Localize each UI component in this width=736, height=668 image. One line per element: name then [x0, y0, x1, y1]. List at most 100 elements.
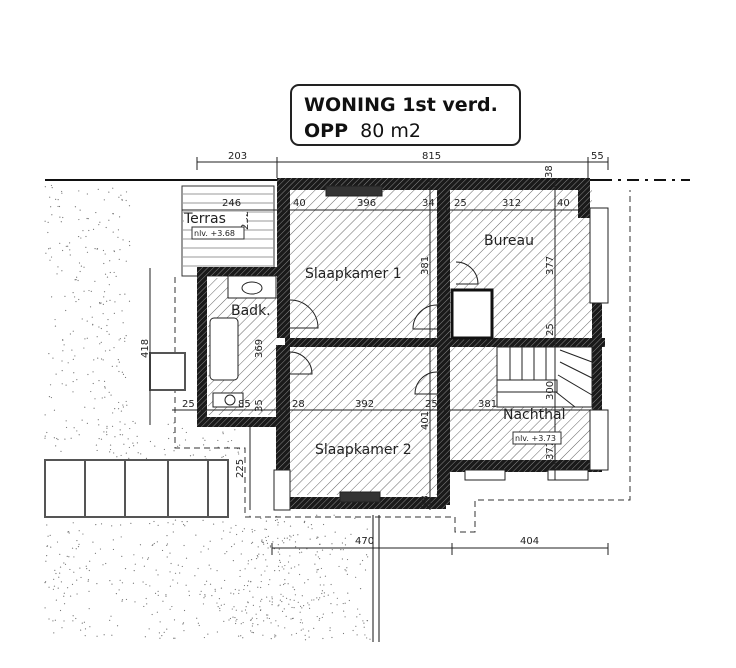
gravel-dot [268, 583, 270, 586]
gravel-dot [119, 421, 121, 423]
dim-label: 377 [545, 441, 556, 460]
gravel-dot [83, 290, 85, 292]
gravel-dot [216, 631, 218, 633]
gravel-dot [166, 556, 168, 558]
gravel-dot [159, 637, 161, 639]
gravel-dot [95, 444, 98, 446]
gravel-dot [251, 541, 254, 543]
gravel-dot [284, 579, 286, 581]
gravel-dot [314, 563, 316, 565]
gravel-dot [94, 398, 96, 400]
gravel-dot [342, 632, 345, 635]
gravel-dot [114, 301, 116, 303]
gravel-dot [290, 618, 292, 620]
gravel-dot [242, 621, 244, 624]
gravel-dot [98, 224, 100, 226]
gravel-dot [241, 540, 243, 542]
gravel-dot [124, 337, 126, 339]
gravel-dot [136, 435, 138, 437]
gravel-dot [322, 523, 325, 526]
gravel-dot [291, 617, 294, 620]
gravel-dot [289, 539, 291, 541]
title-box: WONING 1st verd. OPP 80 m2 [290, 84, 521, 146]
gravel-dot [67, 362, 69, 364]
gravel-dot [47, 535, 49, 537]
gravel-dot [183, 609, 186, 612]
gravel-dot [143, 605, 145, 608]
gravel-dot [61, 370, 63, 372]
gravel-dot [68, 532, 70, 534]
windows [273, 185, 609, 511]
gravel-dot [52, 357, 54, 359]
gravel-dot [254, 567, 256, 569]
gravel-dot [295, 632, 297, 635]
gravel-dot [119, 338, 121, 340]
gravel-dot [230, 527, 232, 529]
gravel-dot [278, 570, 280, 572]
gravel-dot [217, 439, 219, 442]
gravel-dot [294, 594, 297, 596]
gravel-dot [132, 442, 134, 444]
gravel-dot [125, 400, 127, 403]
gravel-dot [182, 622, 185, 624]
gravel-dot [100, 523, 103, 525]
gravel-dot [329, 627, 331, 629]
gravel-dot [90, 390, 92, 393]
gravel-dot [44, 220, 46, 222]
gravel-dot [118, 216, 121, 218]
gravel-dot [355, 576, 357, 578]
level-label-nachthal: nlv. +3.73 [515, 434, 556, 443]
room-label-nachthal: Nachthal [503, 407, 565, 423]
gravel-dot [125, 199, 127, 202]
dim-label: 392 [355, 399, 374, 410]
gravel-dot [321, 592, 323, 595]
gravel-dot [278, 548, 280, 550]
gravel-dot [331, 549, 333, 551]
gravel-dot [167, 423, 169, 426]
gravel-dot [108, 219, 110, 221]
gravel-dot [53, 632, 55, 634]
gravel-dot [104, 386, 106, 388]
gravel-dot [274, 570, 276, 572]
gravel-dot [104, 396, 106, 398]
gravel-dot [333, 592, 335, 594]
gravel-dot [280, 593, 282, 595]
gravel-dot [99, 221, 101, 223]
gravel-dot [256, 554, 258, 557]
gravel-dot [246, 585, 249, 587]
gravel-dot [183, 544, 185, 547]
gravel-dot [122, 404, 124, 406]
dim-label: 38 [544, 165, 555, 178]
dim-label: 381 [478, 399, 497, 410]
gravel-dot [99, 343, 101, 345]
gravel-dot [214, 588, 216, 590]
gravel-dot [209, 540, 211, 542]
gravel-dot [169, 571, 171, 573]
gravel-dot [329, 629, 331, 632]
gravel-dot [251, 617, 253, 619]
gravel-dot [227, 440, 229, 443]
room-label-bureau: Bureau [484, 233, 534, 249]
gravel-dot [331, 543, 333, 545]
dim-label: 470 [355, 536, 374, 547]
dim-label: 40 [293, 198, 306, 209]
gravel-dot [261, 540, 263, 542]
gravel-dot [181, 427, 183, 430]
gravel-dot [78, 262, 81, 264]
gravel-dot [113, 347, 115, 349]
gravel-dot [106, 425, 108, 428]
gravel-dot [300, 619, 302, 621]
gravel-dot [104, 387, 106, 389]
gravel-dot [260, 586, 262, 589]
gravel-dot [116, 456, 118, 458]
gravel-dot [117, 359, 119, 361]
gravel-dot [204, 583, 206, 586]
gravel-dot [55, 572, 57, 575]
gravel-dot [100, 302, 102, 304]
gravel-dot [100, 327, 102, 330]
garden-gravel [44, 184, 371, 641]
gravel-dot [120, 410, 123, 412]
gravel-dot [95, 524, 97, 526]
gravel-dot [173, 422, 175, 424]
gravel-dot [174, 637, 176, 639]
